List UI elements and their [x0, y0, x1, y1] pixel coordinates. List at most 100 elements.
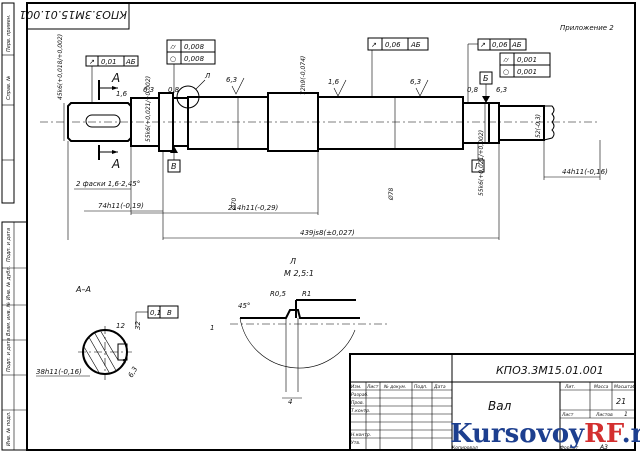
dim-d72: 72h9(-0,074)	[300, 56, 307, 95]
tolerance-frames: ↗ 0,01 АБ ⌭ 0,008 ○ 0,008 ↗ 0,06 АБ ↗ 0,…	[85, 37, 551, 103]
section-dim-5: 5	[122, 358, 127, 366]
tol-base: АБ	[511, 41, 522, 49]
sheet-number: 21	[616, 397, 626, 406]
svg-text:↗: ↗	[371, 41, 377, 49]
top-code-box: КПО3.3М15.01.001	[19, 2, 130, 30]
dim-d45: 45k6(+0,018/+0,002)	[57, 34, 64, 100]
svg-text:KursovoyRF.ru: KursovoyRF.ru	[450, 419, 640, 449]
svg-text:Подп.: Подп.	[414, 384, 428, 390]
detail-r1: R1	[302, 290, 311, 298]
tol-value: 0,01	[101, 58, 117, 66]
watermark-left: Kursovoy	[450, 419, 585, 449]
roughness-value: 1,6	[328, 78, 340, 86]
margin-label: Взам. инв. №	[6, 302, 12, 336]
tol-value: 0,06	[492, 41, 508, 49]
margin-label: Подп. и дата	[6, 338, 12, 372]
shaft-main-view: Л	[40, 72, 600, 152]
svg-text:Изм.: Изм.	[351, 384, 362, 390]
title-block: КПО3.3М15.01.001 Вал Изм. Лист № докум. …	[349, 353, 636, 451]
svg-text:Н.контр.: Н.контр.	[351, 432, 371, 438]
dim-d55-right: 55k6(+0,021/+0,002)	[478, 130, 485, 196]
datum-g: Г	[475, 162, 480, 171]
dim-d70: Ø70	[231, 197, 238, 211]
tol-base: В	[167, 309, 172, 317]
callout-l: Л	[204, 72, 211, 80]
dim-chamfer: 2 фаски 1,6·2,45°	[76, 180, 140, 188]
svg-text:⌭: ⌭	[503, 56, 509, 64]
length-dimensions: 2 фаски 1,6·2,45° 74h11(-0,19) 214h11(-0…	[67, 140, 608, 240]
svg-text:Копировал: Копировал	[452, 445, 478, 451]
appendix-label: Приложение 2	[560, 24, 614, 32]
tol-value: 0,1	[150, 309, 161, 317]
detail-depth: 1	[210, 324, 214, 332]
roughness-value: 6,3	[496, 86, 507, 94]
section-dim-32: 32	[134, 321, 142, 330]
tol-base: АБ	[125, 58, 136, 66]
format-value: А3	[599, 444, 608, 451]
detail-width: 4	[288, 398, 292, 406]
detail-title: Л	[289, 257, 296, 266]
dim-d52: 52(-0,3)	[535, 114, 542, 138]
watermark-right: .ru	[622, 419, 640, 449]
svg-text:Листов: Листов	[595, 412, 613, 418]
datum-markers: В Г Б	[167, 71, 493, 173]
section-title: А–А	[75, 285, 91, 294]
section-roughness: 6,3	[127, 365, 139, 379]
datum-v: В	[171, 162, 177, 171]
svg-text:Т.контр.: Т.контр.	[351, 408, 371, 414]
margin-label: Инв. № подл.	[6, 412, 12, 447]
dim-r74: 74h11(-0,19)	[98, 202, 144, 210]
tol-value: 0,008	[184, 55, 205, 63]
watermark-accent: RF	[584, 419, 625, 449]
roughness-value: 1,6	[116, 90, 128, 98]
tol-value: 0,008	[184, 43, 205, 51]
roughness-value: 6,3	[410, 78, 421, 86]
dim-d78: Ø78	[388, 187, 395, 201]
svg-text:↗: ↗	[89, 58, 95, 66]
svg-text:Лист: Лист	[561, 412, 574, 418]
roughness-value: 6,3	[226, 76, 237, 84]
svg-text:⌭: ⌭	[170, 43, 176, 51]
detail-l: Л М 2,5:1 R0,5 R1 45° 1 4	[210, 257, 388, 406]
section-dim-38: 38h11(-0,16)	[36, 368, 82, 376]
svg-text:Пров.: Пров.	[351, 400, 364, 406]
top-code: КПО3.3М15.01.001	[19, 8, 127, 21]
roughness-value: 6,3	[143, 86, 154, 94]
dim-r439: 439js8(±0,027)	[300, 229, 355, 237]
side-margin-labels: Перв. примен. Справ. № Подп. и дата Инв.…	[6, 14, 12, 446]
dim-r214: 214h11(-0,29)	[228, 204, 279, 212]
svg-text:○: ○	[170, 55, 176, 63]
margin-label: Справ. №	[6, 76, 12, 100]
svg-text:Дата: Дата	[433, 384, 446, 390]
margin-label: Инв. № дубл.	[6, 266, 12, 300]
callout-a-bottom: А	[111, 157, 120, 171]
section-dim-12: 12	[116, 322, 125, 330]
svg-text:Масса: Масса	[594, 384, 609, 390]
callout-a-top: А	[111, 71, 120, 85]
svg-text:○: ○	[503, 68, 509, 76]
section-a-a: А–А 0,1 В 12 32 5 6,3 38h11(-0,16)	[36, 285, 179, 380]
tol-value: 0,06	[385, 41, 401, 49]
section-cut-marks: А А	[98, 71, 120, 171]
margin-label: Перв. примен.	[6, 14, 12, 52]
svg-text:Лит.: Лит.	[564, 384, 575, 390]
svg-text:Масштаб: Масштаб	[614, 384, 636, 390]
svg-text:↗: ↗	[480, 41, 486, 49]
detail-angle: 45°	[238, 302, 250, 310]
dimension-lines-vertical	[63, 97, 486, 149]
stamp-code: КПО3.3М15.01.001	[496, 364, 604, 377]
tol-value: 0,001	[517, 56, 537, 64]
drawing-frame	[1, 2, 636, 451]
detail-scale: М 2,5:1	[284, 269, 314, 278]
diameter-dimensions: 45k6(+0,018/+0,002) 55k6(+0,021/+0,002) …	[57, 34, 542, 211]
tol-value: 0,001	[517, 68, 537, 76]
svg-text:Формат: Формат	[560, 445, 579, 451]
roughness-value: 0,8	[467, 86, 479, 94]
svg-text:№ докум.: № докум.	[383, 384, 406, 390]
datum-b: Б	[483, 74, 489, 83]
margin-label: Подп. и дата	[6, 228, 12, 262]
dim-d55-left: 55k6(+0,021/+0,002)	[145, 76, 152, 142]
watermark: KursovoyRF.ru	[450, 419, 640, 449]
svg-text:Лист: Лист	[366, 384, 379, 390]
